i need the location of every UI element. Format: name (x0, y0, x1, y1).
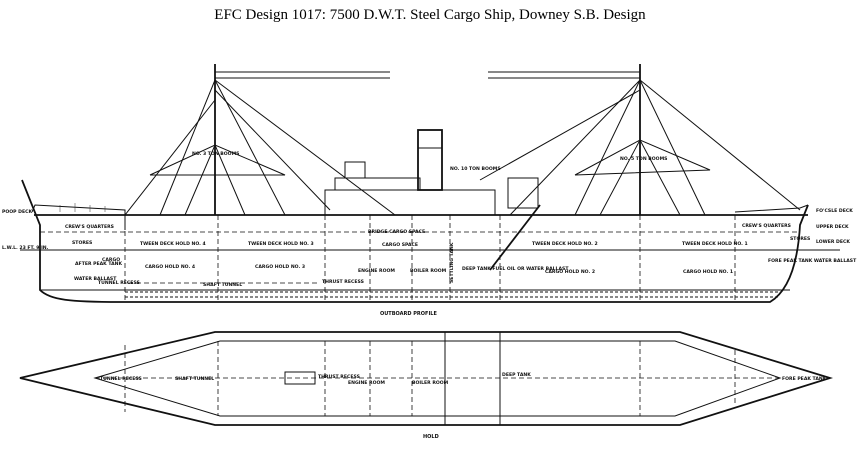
hold-plan: TUNNEL RECESS SHAFT TUNNEL THRUST RECESS… (19, 331, 834, 440)
label-cargo-aft: CARGO (102, 257, 120, 263)
label-fore-peak-tank: FORE PEAK TANK WATER BALLAST (768, 258, 857, 264)
bulkheads (40, 215, 800, 300)
label-tween-deck-4: TWEEN DECK HOLD NO. 4 (140, 241, 206, 247)
label-tween-deck-1: TWEEN DECK HOLD NO. 1 (682, 241, 748, 247)
bridge-house (324, 189, 496, 215)
label-lower-deck: LOWER DECK (816, 239, 850, 245)
label-cargo-hold-2: CARGO HOLD NO. 2 (545, 269, 595, 275)
figure-title: EFC Design 1017: 7500 D.W.T. Steel Cargo… (214, 7, 646, 23)
label-crews-quarters-fwd: CREW'S QUARTERS (742, 223, 791, 229)
outboard-profile-caption: OUTBOARD PROFILE (380, 311, 437, 317)
label-water-ballast-aft: WATER BALLAST (74, 276, 117, 282)
hull-outline (21, 179, 809, 303)
outboard-profile: POOP DECK L.W.L. 23 FT. 9 IN. CREW'S QUA… (2, 64, 857, 317)
label-hold-shaft-tunnel: SHAFT TUNNEL (175, 376, 214, 382)
label-cargo-hold-1: CARGO HOLD NO. 1 (683, 269, 733, 275)
label-booms-mid: NO. 10 TON BOOMS (450, 166, 501, 172)
label-deep-tank: DEEP TANK FUEL OIL OR WATER BALLAST (462, 266, 569, 272)
label-cargo-hold-3: CARGO HOLD NO. 3 (255, 264, 305, 270)
label-tunnel-recess: TUNNEL RECESS (98, 280, 140, 286)
label-hold-boiler-room: BOILER ROOM (412, 380, 449, 386)
label-cargo-space: CARGO SPACE (382, 242, 418, 248)
wheelhouse (507, 177, 539, 209)
label-cargo-hold-4: CARGO HOLD NO. 4 (145, 264, 195, 270)
label-stores-fwd: STORES (790, 236, 810, 242)
label-poop-deck: POOP DECK (2, 209, 32, 215)
label-hold-thrust-recess: THRUST RECESS (318, 374, 360, 380)
hold-outline (19, 331, 834, 426)
funnel (417, 129, 443, 191)
label-stores-aft: STORES (72, 240, 92, 246)
label-thrust-recess: THRUST RECESS (322, 279, 364, 285)
label-after-peak-tank: AFTER PEAK TANK (75, 261, 122, 267)
label-booms-fwd: NO. 5 TON BOOMS (620, 156, 667, 162)
hold-bulkheads (124, 341, 736, 416)
label-hold-fore-peak-tank: FORE PEAK TANK (782, 376, 827, 382)
profile-labels: POOP DECK L.W.L. 23 FT. 9 IN. CREW'S QUA… (2, 151, 857, 288)
label-hold-deep-tank: DEEP TANK (502, 372, 531, 378)
label-engine-room: ENGINE ROOM (358, 268, 395, 274)
label-booms-aft: NO. 3 TON BOOMS (192, 151, 239, 157)
hold-labels: TUNNEL RECESS SHAFT TUNNEL THRUST RECESS… (100, 372, 827, 386)
cargo-boom-lowered (489, 204, 541, 271)
forecastle (734, 204, 809, 213)
label-lwl: L.W.L. 23 FT. 9 IN. (2, 245, 49, 251)
label-forecastle-deck: FO'CSLE DECK (816, 208, 853, 214)
fore-booms (479, 71, 801, 216)
label-hold-engine-room: ENGINE ROOM (348, 380, 385, 386)
label-upper-deck: UPPER DECK (816, 224, 849, 230)
label-tween-deck-2: TWEEN DECK HOLD NO. 2 (532, 241, 598, 247)
thrust-recess-box (284, 371, 316, 385)
label-crews-quarters-aft: CREW'S QUARTERS (65, 224, 114, 230)
label-boiler-room: BOILER ROOM (410, 268, 447, 274)
hold-caption: HOLD (423, 434, 439, 440)
label-bridge-cargo-space: BRIDGE CARGO SPACE (368, 229, 425, 235)
aft-booms (124, 71, 396, 216)
label-hold-tunnel-recess: TUNNEL RECESS (100, 376, 142, 382)
label-tween-deck-3: TWEEN DECK HOLD NO. 3 (248, 241, 314, 247)
label-settling-tank: SETTLING TANK (449, 242, 455, 283)
deep-tank-box (444, 331, 501, 426)
label-shaft-tunnel: SHAFT TUNNEL (203, 282, 242, 288)
